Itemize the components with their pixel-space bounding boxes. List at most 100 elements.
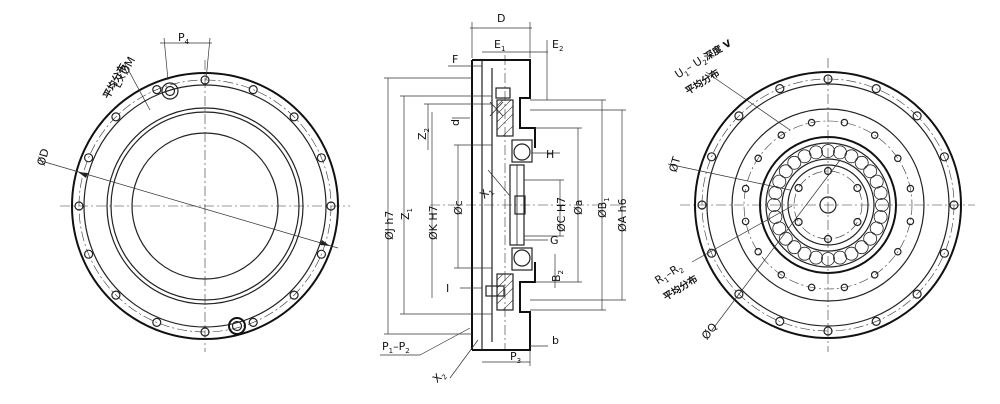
f-label: F <box>452 53 458 66</box>
left-bolt-holes <box>74 75 336 337</box>
left-bolt-hole <box>200 327 210 337</box>
right-roller <box>833 250 847 265</box>
left-bolt-hole <box>289 112 299 122</box>
right-roller <box>778 231 793 246</box>
d-small-label: d <box>449 119 462 126</box>
right-roller <box>768 210 783 224</box>
right-inner-bolt-hole <box>754 247 763 256</box>
right-bolt-hole <box>939 152 950 162</box>
right-inner-bolt-hole <box>870 131 879 140</box>
right-roller <box>875 198 889 212</box>
right-bolt-hole <box>706 152 717 162</box>
right-inner-bolt-hole <box>777 131 786 140</box>
ot-label: ØT <box>667 155 684 174</box>
p3-label: P3 <box>510 350 521 365</box>
h-label: H <box>546 148 554 161</box>
da-small-label: Øa <box>572 200 585 215</box>
z2-label: Z2 <box>416 128 431 140</box>
od-arrow-left <box>78 172 88 178</box>
right-hub-hole <box>853 183 862 193</box>
right-bolt-hole <box>697 200 707 210</box>
right-hub-hole <box>823 234 833 244</box>
right-bolt-holes <box>697 74 959 336</box>
p4-label: P4 <box>178 31 190 46</box>
upper-roller <box>513 143 531 161</box>
right-inner-bolt-hole <box>906 217 915 226</box>
right-roller <box>767 198 781 212</box>
left-tapped-hole-top <box>161 82 179 100</box>
left-bolt-hole <box>289 290 299 300</box>
left-tapped-hole-bottom <box>228 317 246 335</box>
r-label: R1–R2 <box>653 260 686 288</box>
right-view: ØT U1– U2深度 V 平均分布 R1–R2 平均分布 ØQ <box>653 37 975 352</box>
dk-label: ØK H7 <box>427 205 440 240</box>
right-inner-bolt-hole <box>893 247 902 256</box>
upper-bolt-head <box>495 87 511 99</box>
right-bolt-hole <box>823 74 833 84</box>
left-bolt-hole <box>200 75 210 85</box>
i-label: I <box>446 282 449 295</box>
dc-small-label: Øc <box>452 200 465 215</box>
right-rollers <box>767 144 889 266</box>
right-roller <box>854 240 869 255</box>
right-hub-hole <box>853 217 862 227</box>
right-bolt-hole <box>775 316 785 326</box>
right-hub-hole <box>794 217 803 227</box>
right-inner-bolt-hole <box>893 154 902 163</box>
right-bolt-hole <box>871 83 881 94</box>
right-roller <box>873 186 888 200</box>
right-inner-bolt-hole <box>741 184 750 193</box>
right-roller <box>844 149 859 164</box>
upper-cross-2 <box>489 101 504 117</box>
dj-label: ØJ h7 <box>383 211 396 240</box>
left-bolt-hole <box>316 153 326 163</box>
right-bolt-hole <box>949 200 959 210</box>
left-bolt-hole <box>326 201 336 211</box>
lower-bolt-head <box>485 285 505 297</box>
right-bolt-hole <box>939 248 950 258</box>
left-bolt-hole <box>248 317 258 327</box>
left-bolt-hole <box>74 201 84 211</box>
right-roller <box>809 145 823 160</box>
db1-label: ØB1 <box>596 197 611 218</box>
middle-section-view: D E1 E2 F ØJ h7 Z1 Z2 ØK H7 Øc d <box>380 12 629 385</box>
right-roller <box>854 155 869 170</box>
right-bolt-hole <box>823 326 833 336</box>
od-label: ØD <box>35 147 52 167</box>
left-view: ØD P4 L×ØM 平均分布 <box>35 31 350 352</box>
left-bolt-hole <box>83 153 94 163</box>
right-hub-hole <box>794 183 803 193</box>
right-inner-bolt-hole <box>754 154 763 163</box>
x1-label: X1 <box>477 184 496 203</box>
x2-leader <box>449 339 479 379</box>
lower-roller-cage <box>511 247 533 271</box>
upper-seal-block <box>496 99 514 137</box>
right-roller <box>778 164 793 179</box>
left-bolt-hole <box>152 317 162 327</box>
right-roller <box>787 240 802 255</box>
right-bolt-hole <box>912 289 922 299</box>
right-inner-bolt-hole <box>840 283 849 292</box>
lower-seal-block <box>496 273 514 311</box>
d-label: D <box>497 12 505 25</box>
b-small-label: b <box>552 334 559 347</box>
right-roller <box>821 144 835 158</box>
right-bolt-hole <box>734 289 744 299</box>
dc-big-label: ØC H7 <box>555 197 568 232</box>
da-big-label: ØA h6 <box>616 198 629 232</box>
left-bolt-hole <box>111 112 121 122</box>
right-inner-bolt-hole <box>807 283 816 292</box>
left-tapped-hole-top-inner <box>164 85 176 97</box>
right-roller <box>821 252 835 266</box>
lm-leader <box>123 61 151 111</box>
right-inner-bolt-holes <box>741 118 915 292</box>
od-arrow-right <box>320 240 330 246</box>
e2-label: E2 <box>552 38 563 53</box>
r-leader <box>691 205 793 263</box>
p4-ext-right <box>205 37 211 81</box>
right-inner-bolt-hole <box>807 118 816 127</box>
right-inner-bolt-hole <box>906 184 915 193</box>
x1-leader <box>487 169 511 197</box>
